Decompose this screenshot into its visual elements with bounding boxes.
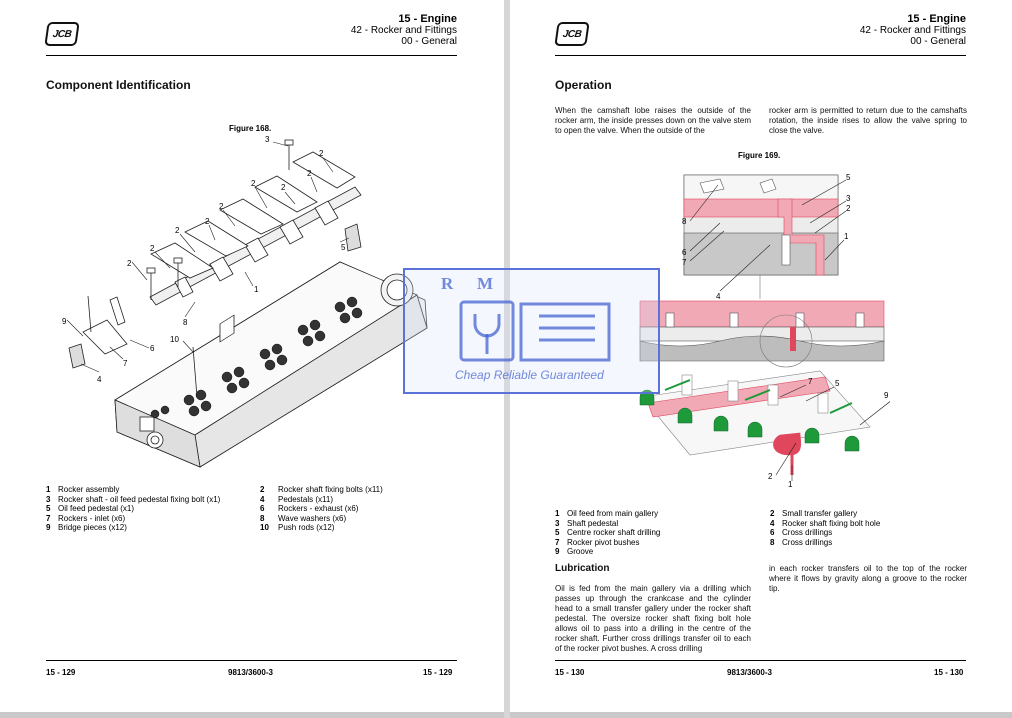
header-rule bbox=[46, 55, 457, 56]
lubrication-diagram: 5 3 2 1 8 6 7 4 7 5 9 2 1 bbox=[639, 173, 890, 489]
callout: 7 bbox=[123, 359, 128, 368]
header-section: 42 - Rocker and Fittings bbox=[859, 25, 966, 36]
footer-doc-number: 9813/3600-3 bbox=[727, 668, 772, 677]
callout: 9 bbox=[884, 391, 889, 400]
section-heading: Operation bbox=[555, 78, 612, 92]
lubrication-heading: Lubrication bbox=[555, 563, 610, 574]
callout: 2 bbox=[319, 149, 324, 158]
callout: 9 bbox=[62, 317, 67, 326]
callout: 6 bbox=[150, 344, 155, 353]
figure-callouts: 5 3 2 1 8 6 7 4 7 5 9 2 1 bbox=[682, 173, 889, 489]
callout: 7 bbox=[682, 258, 687, 267]
footer-page-number: 15 - 130 bbox=[934, 668, 964, 677]
watermark-letter: R bbox=[441, 274, 454, 293]
page-header: 15 - Engine 42 - Rocker and Fittings 00 … bbox=[350, 13, 457, 48]
section-heading: Component Identification bbox=[46, 78, 191, 92]
callout: 1 bbox=[844, 232, 849, 241]
header-chapter: 15 - Engine bbox=[398, 13, 457, 25]
callout: 4 bbox=[716, 292, 721, 301]
footer-doc-number: 9813/3600-3 bbox=[228, 668, 273, 677]
callout: 4 bbox=[97, 375, 102, 384]
callout: 6 bbox=[682, 248, 687, 257]
figure-caption: Figure 168. bbox=[229, 124, 272, 133]
right-page: JCB 15 - Engine 42 - Rocker and Fittings… bbox=[510, 0, 1012, 712]
header-chapter: 15 - Engine bbox=[907, 13, 966, 25]
jcb-logo: JCB bbox=[554, 22, 590, 46]
header-rule bbox=[555, 55, 966, 56]
header-section: 42 - Rocker and Fittings bbox=[350, 25, 457, 36]
callout: 5 bbox=[835, 379, 840, 388]
operation-text-col1: When the camshaft lobe raises the outsid… bbox=[555, 106, 751, 135]
figure-callouts: 3 2 2 2 2 2 2 2 2 5 1 2 8 9 6 7 4 10 bbox=[62, 135, 346, 384]
callout: 2 bbox=[281, 183, 286, 192]
footer-rule bbox=[555, 660, 966, 661]
header-subsection: 00 - General bbox=[401, 36, 457, 47]
lubrication-text-col1: Oil is fed from the main gallery via a d… bbox=[555, 584, 751, 653]
callout: 2 bbox=[846, 204, 851, 213]
jcb-logo: JCB bbox=[44, 22, 80, 46]
footer-page-number: 15 - 129 bbox=[46, 668, 76, 677]
callout: 8 bbox=[682, 217, 687, 226]
callout: 2 bbox=[205, 217, 210, 226]
watermark-slogan: Cheap Reliable Guaranteed bbox=[455, 368, 604, 382]
page-header: 15 - Engine 42 - Rocker and Fittings 00 … bbox=[859, 13, 966, 48]
footer-rule bbox=[46, 660, 457, 661]
callout: 2 bbox=[307, 169, 312, 178]
figure-caption: Figure 169. bbox=[738, 151, 781, 160]
watermark-emblem-icon bbox=[459, 300, 611, 362]
footer-page-number: 15 - 130 bbox=[555, 668, 585, 677]
watermark-letter: M bbox=[477, 274, 494, 293]
exploded-engine-diagram: 3 2 2 2 2 2 2 2 2 5 1 2 8 9 6 7 4 10 bbox=[62, 135, 428, 468]
callout: 8 bbox=[183, 318, 188, 327]
callout: 10 bbox=[170, 335, 179, 344]
operation-text-col2: rocker arm is permitted to return due to… bbox=[769, 106, 967, 135]
callout: 2 bbox=[219, 202, 224, 211]
callout: 3 bbox=[265, 135, 270, 144]
left-page: JCB 15 - Engine 42 - Rocker and Fittings… bbox=[0, 0, 504, 712]
callout: 5 bbox=[846, 173, 851, 182]
callout: 7 bbox=[808, 377, 813, 386]
callout: 2 bbox=[251, 179, 256, 188]
callout: 2 bbox=[768, 472, 773, 481]
lubrication-text-col2: in each rocker transfers oil to the top … bbox=[769, 564, 967, 593]
callout: 5 bbox=[341, 243, 346, 252]
watermark: R M Cheap Reliable Guaranteed bbox=[403, 268, 660, 394]
footer-page-number: 15 - 129 bbox=[423, 668, 453, 677]
header-subsection: 00 - General bbox=[910, 36, 966, 47]
callout: 3 bbox=[846, 194, 851, 203]
callout: 2 bbox=[150, 244, 155, 253]
callout: 2 bbox=[127, 259, 132, 268]
callout: 2 bbox=[175, 226, 180, 235]
callout: 1 bbox=[788, 480, 793, 489]
callout: 1 bbox=[254, 285, 259, 294]
